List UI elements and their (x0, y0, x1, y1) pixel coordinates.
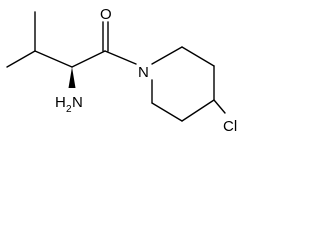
atom-amine-subscript: 2 (66, 104, 72, 115)
atom-chlorine-label: Cl (223, 118, 237, 135)
bond-isopropyl-to-alpha (34, 50, 73, 68)
stereo-wedge-bond (68, 67, 76, 88)
atom-oxygen-label: O (100, 6, 112, 23)
bond-alpha-to-carbonyl (71, 50, 106, 68)
atom-amine-h-label: H (55, 94, 66, 111)
molecule-structure: O N H 2 N Cl (6, 6, 237, 135)
ring-bond-n-top (151, 46, 183, 65)
atom-nitrogen-label: N (138, 64, 149, 81)
ring-bond-bottom-left (151, 102, 183, 122)
ring-bond-top-right (181, 46, 215, 67)
bond-methyl-left (6, 50, 36, 68)
bond-carbonyl-to-n (104, 50, 137, 65)
ring-bond-c4-bottom (181, 99, 215, 122)
atom-amine-n-label: N (72, 94, 83, 111)
bond-c4-to-cl (213, 99, 226, 114)
